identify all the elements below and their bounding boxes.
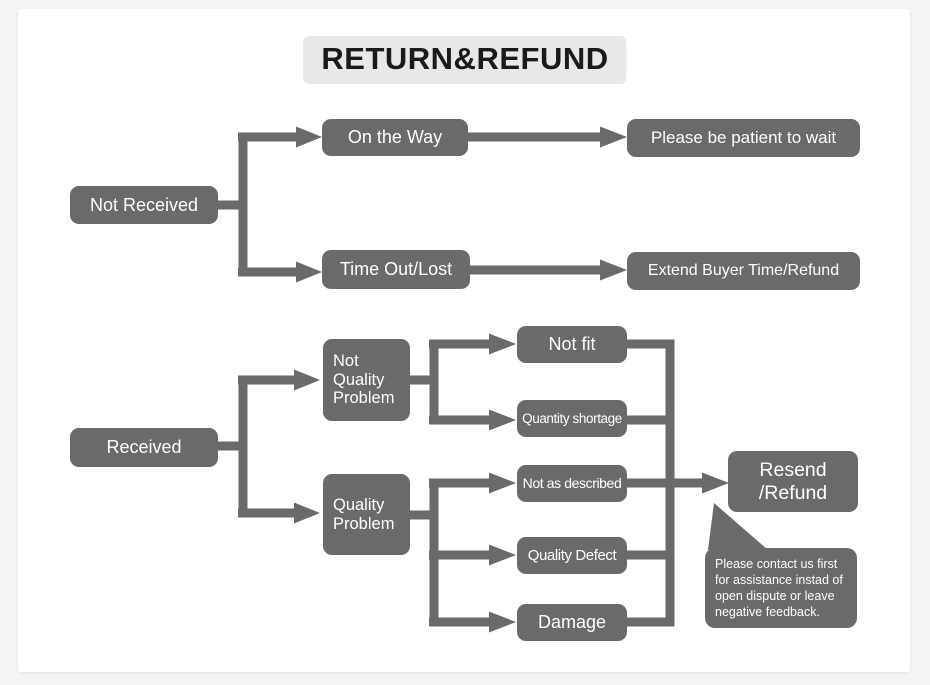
note-line: open dispute or leave — [715, 589, 835, 603]
note-bubble: Please contact us first for assistance i… — [705, 548, 857, 628]
note-line: negative feedback. — [715, 605, 820, 619]
node-received: Received — [70, 428, 218, 467]
node-on-the-way: On the Way — [322, 119, 468, 156]
node-not-received: Not Received — [70, 186, 218, 224]
node-not-quality-problem: Not Quality Problem — [323, 339, 410, 421]
node-time-out-lost: Time Out/Lost — [322, 250, 470, 289]
node-not-as-described: Not as described — [517, 465, 627, 502]
node-quality-defect: Quality Defect — [517, 537, 627, 574]
node-extend-buyer-time-refund: Extend Buyer Time/Refund — [627, 252, 860, 290]
note-line: for assistance instad of — [715, 573, 843, 587]
note-line: Please contact us first — [715, 557, 838, 571]
node-not-fit: Not fit — [517, 326, 627, 363]
node-resend-refund: Resend /Refund — [728, 451, 858, 512]
node-please-be-patient: Please be patient to wait — [627, 119, 860, 157]
page-title: RETURN&REFUND — [303, 36, 627, 84]
node-damage: Damage — [517, 604, 627, 641]
node-quantity-shortage: Quantity shortage — [517, 400, 627, 437]
node-quality-problem: Quality Problem — [323, 474, 410, 555]
